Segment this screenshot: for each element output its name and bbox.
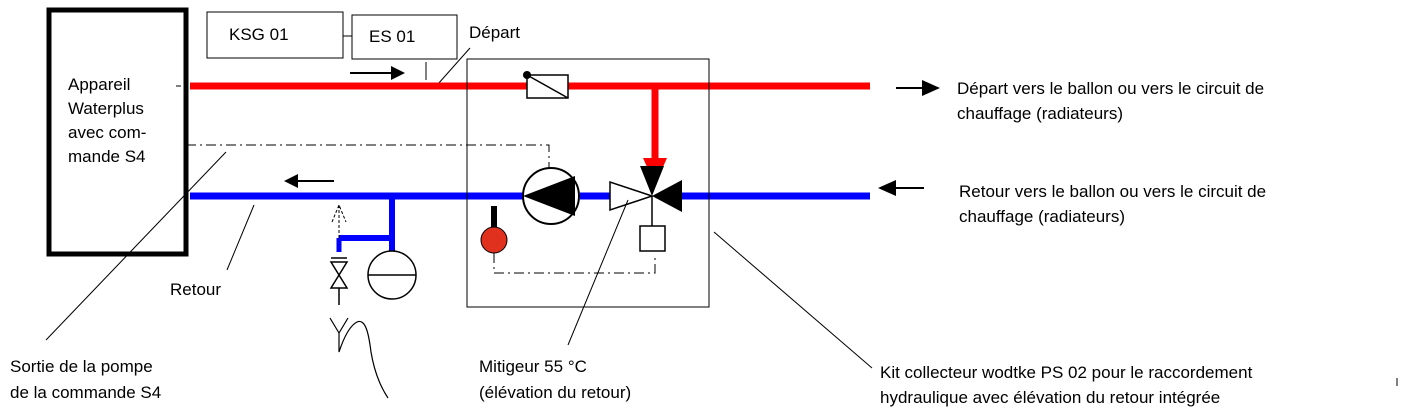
device-label-2: Waterplus	[68, 99, 144, 118]
device-label-3: avec com-	[68, 123, 146, 142]
kit-line-2: hydraulique avec élévation du retour int…	[880, 388, 1220, 407]
return-flow-arrowhead	[284, 174, 298, 188]
sortie-leader	[45, 151, 227, 341]
temperature-sensor-icon	[480, 226, 508, 254]
device-label-4: mande S4	[68, 147, 146, 166]
incoming-arrowhead	[878, 180, 896, 196]
depart-desc-line-1: Départ vers le ballon ou vers le circuit…	[957, 79, 1264, 98]
mitigeur-line-2: (élévation du retour)	[479, 383, 631, 402]
ksg-es-connector	[343, 14, 458, 60]
drain-funnel-icon	[329, 317, 389, 399]
mixer-actuator	[639, 225, 666, 252]
check-valve-diagonal	[526, 74, 569, 99]
check-valve-dot	[523, 71, 531, 79]
kit-line-1: Kit collecteur wodtke PS 02 pour le racc…	[880, 363, 1253, 382]
control-line	[186, 144, 550, 168]
mitigeur-line-1: Mitigeur 55 °C	[479, 357, 587, 376]
device-label-1: Appareil	[68, 75, 130, 94]
ksg-label: KSG 01	[229, 25, 289, 44]
pump-arrow	[523, 176, 575, 216]
retour-label: Retour	[170, 280, 221, 299]
kit-box	[466, 58, 710, 308]
device-box	[46, 7, 189, 257]
retour-desc-line-2: chauffage (radiateurs)	[959, 207, 1125, 226]
es-label: ES 01	[369, 27, 415, 46]
kit-leader	[713, 231, 873, 369]
mixer-left-inlet	[609, 180, 655, 212]
sortie-line-2: de la commande S4	[10, 383, 161, 402]
mitigeur-leader	[567, 199, 629, 346]
outgoing-arrowhead	[922, 80, 940, 96]
safety-valve-icon	[329, 261, 349, 289]
depart-label: Départ	[469, 23, 520, 42]
mixer-right-inlet	[652, 180, 682, 212]
sensor-control-line	[493, 253, 656, 274]
supply-flow-arrowhead	[391, 66, 405, 80]
retour-desc-line-1: Retour vers le ballon ou vers le circuit…	[959, 182, 1266, 201]
retour-leader	[226, 204, 255, 271]
ksg-box	[206, 11, 344, 59]
mixer-top-inlet	[640, 166, 664, 196]
depart-desc-line-2: chauffage (radiateurs)	[957, 104, 1123, 123]
sortie-line-1: Sortie de la pompe	[10, 357, 153, 376]
safety-valve-vent	[331, 203, 347, 223]
depart-leader	[437, 47, 471, 85]
